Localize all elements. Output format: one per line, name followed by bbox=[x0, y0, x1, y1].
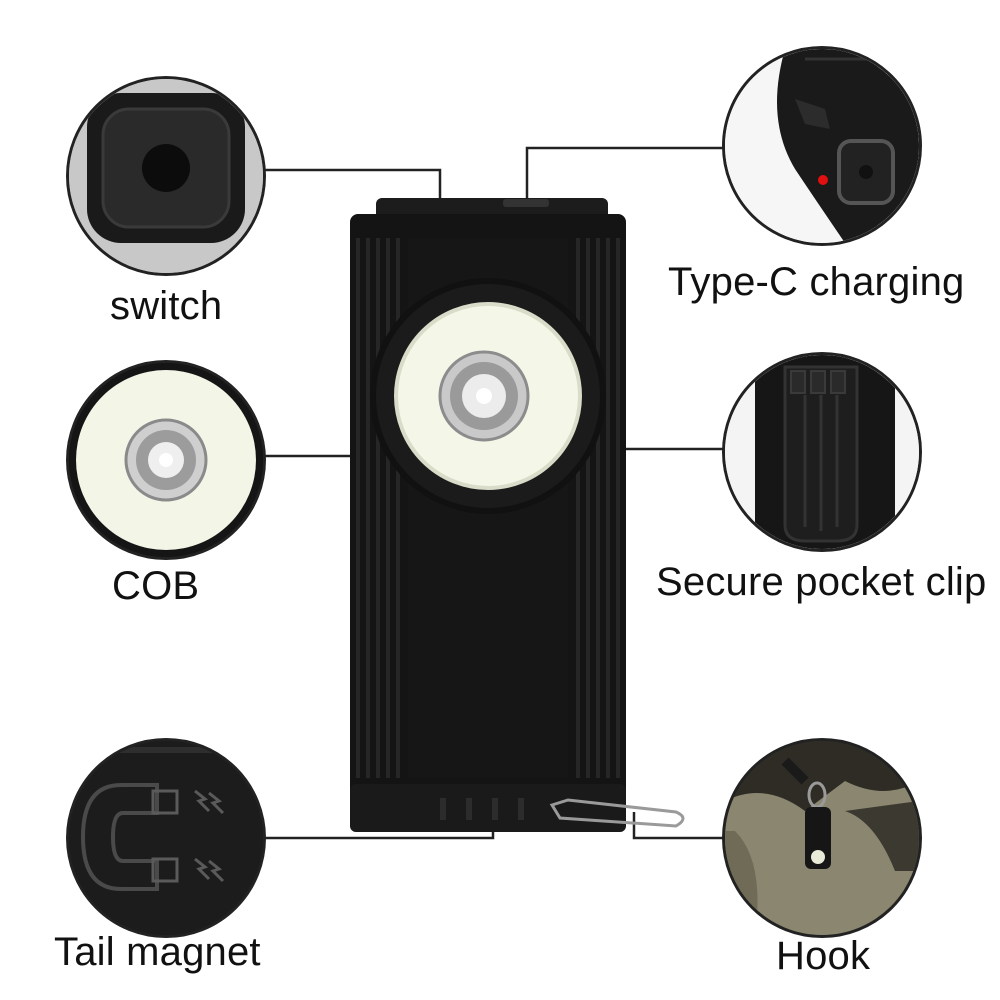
magnet-icon bbox=[69, 741, 263, 935]
switch-label: switch bbox=[110, 284, 223, 328]
hook-connector bbox=[632, 812, 724, 840]
pocket-clip-callout bbox=[722, 352, 922, 552]
bottom-cap bbox=[350, 784, 626, 832]
cob-callout bbox=[66, 360, 266, 560]
carabiner-hook-icon bbox=[725, 741, 919, 935]
usb-c-port bbox=[503, 199, 549, 207]
pocket-clip-label: Secure pocket clip bbox=[656, 560, 987, 604]
pocket-clip-icon bbox=[725, 355, 919, 549]
tail-magnet-callout bbox=[66, 738, 266, 938]
hook-callout bbox=[722, 738, 922, 938]
type-c-label: Type-C charging bbox=[668, 260, 965, 304]
tail-magnet-label: Tail magnet bbox=[54, 930, 261, 974]
switch-callout bbox=[66, 76, 266, 276]
cob-label: COB bbox=[112, 564, 200, 608]
switch-connector bbox=[262, 168, 442, 200]
hook-ring bbox=[549, 798, 685, 828]
charging-indicator bbox=[818, 175, 828, 185]
cob-led-icon bbox=[69, 363, 263, 557]
type-c-connector bbox=[525, 146, 724, 200]
type-c-callout bbox=[722, 46, 922, 246]
usb-c-port-icon bbox=[725, 49, 919, 243]
hook-label: Hook bbox=[776, 934, 871, 978]
power-button-icon bbox=[69, 79, 263, 273]
